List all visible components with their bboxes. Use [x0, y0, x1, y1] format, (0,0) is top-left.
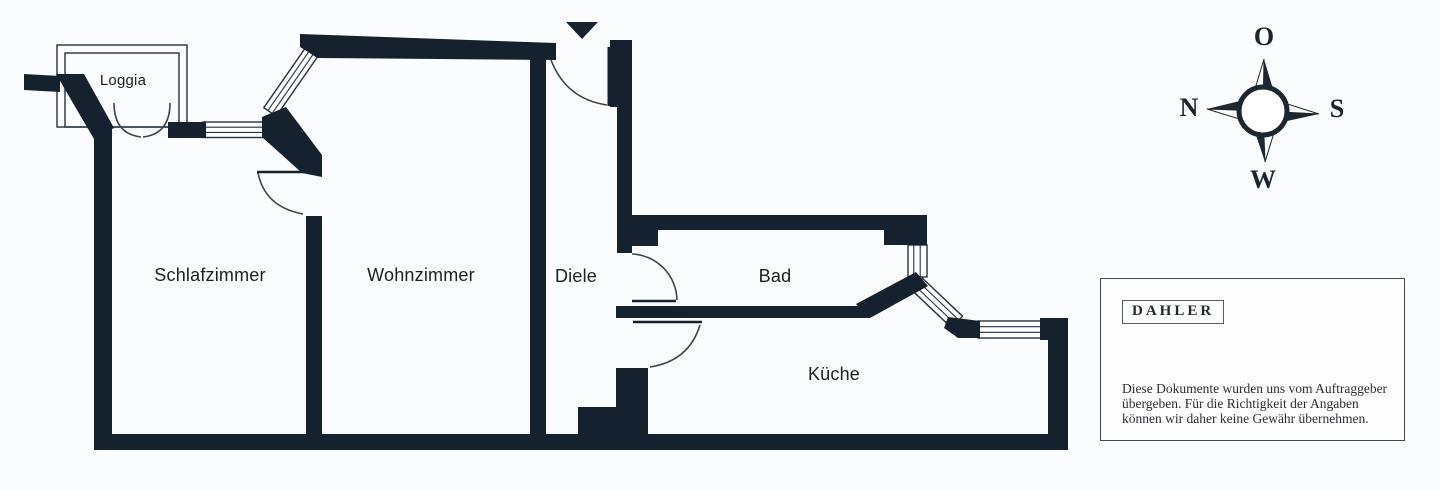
- disclaimer-line-2: übergeben. Für die Richtigkeit der Angab…: [1122, 396, 1359, 411]
- entrance-arrow-icon: [566, 22, 598, 39]
- disclaimer-text: Diese Dokumente wurden uns vom Auftragge…: [1122, 381, 1392, 426]
- room-label-loggia: Loggia: [99, 72, 147, 89]
- disclaimer-line-1: Diese Dokumente wurden uns vom Auftragge…: [1122, 381, 1388, 396]
- kueche-door-arc: [649, 324, 701, 368]
- room-label-kueche: Küche: [807, 364, 861, 384]
- entrance-door-arc: [550, 59, 608, 106]
- room-label-wohnzimmer: Wohnzimmer: [367, 265, 475, 285]
- room-label-bad: Bad: [758, 266, 792, 286]
- loggia-french-door-right: [142, 102, 171, 138]
- disclaimer-line-3: können wir daher keine Gewähr übernehmen…: [1122, 411, 1369, 426]
- compass-letter-north: N: [1179, 93, 1199, 122]
- brand-logo: DAHLER: [1122, 300, 1225, 324]
- doors: [113, 47, 702, 368]
- room-label-schlafzimmer: Schlafzimmer: [154, 265, 266, 285]
- compass-rose-icon: [1206, 58, 1320, 163]
- compass-letter-east: O: [1253, 22, 1275, 51]
- loggia-french-door-left: [113, 102, 142, 138]
- schlafzimmer-door-arc: [257, 172, 304, 215]
- bad-door-arc: [631, 253, 678, 301]
- disclaimer-box: DAHLER Diese Dokumente wurden uns vom Au…: [1100, 278, 1405, 441]
- room-label-diele: Diele: [554, 266, 598, 286]
- walls: [24, 34, 1068, 450]
- compass-letter-west: W: [1250, 165, 1276, 194]
- compass-letter-south: S: [1329, 94, 1345, 123]
